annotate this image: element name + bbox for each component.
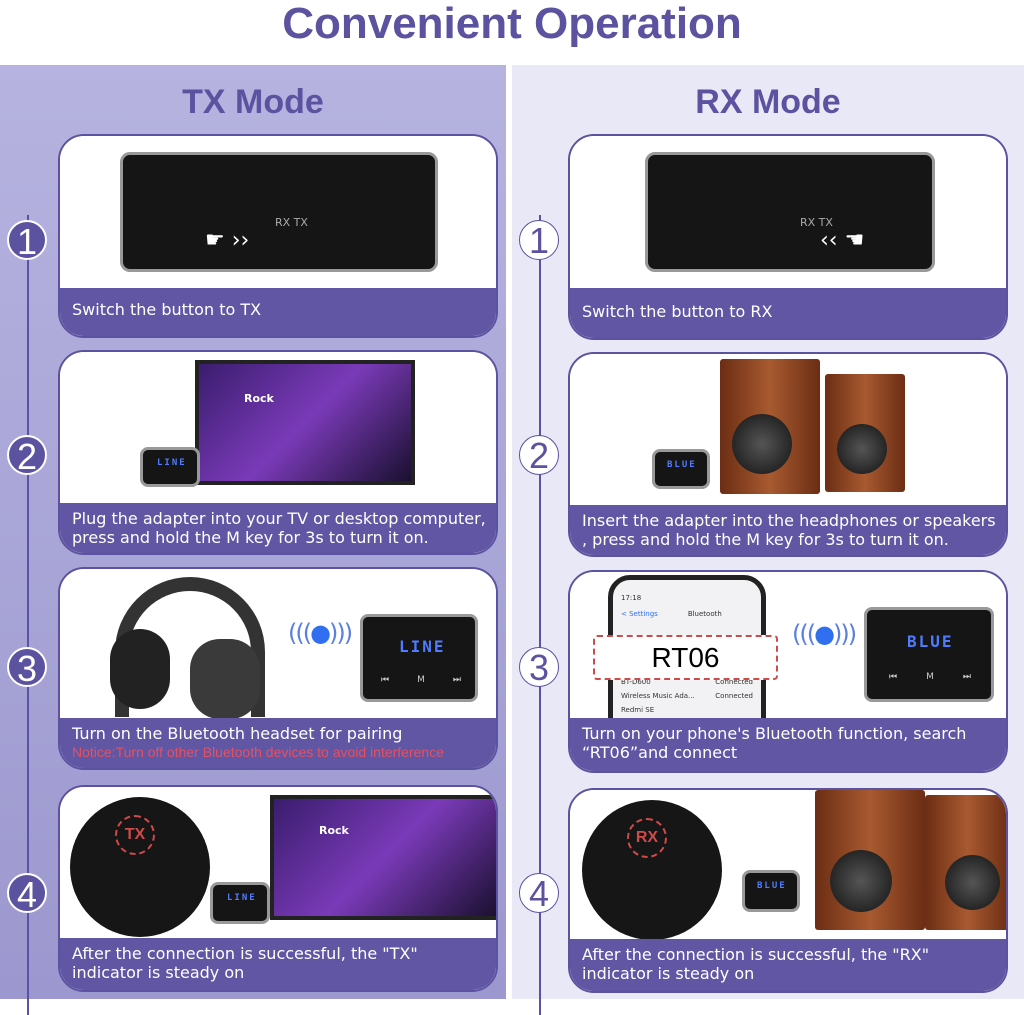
tv-heading: Rock	[319, 824, 349, 837]
tv-screen: Rock	[270, 795, 496, 920]
switch-label: RX TX	[800, 216, 833, 229]
step-number-1: 1	[519, 220, 559, 261]
ear-cup	[110, 629, 170, 709]
adapter-device: LINE	[210, 882, 270, 924]
lcd-display: LINE	[157, 458, 187, 468]
step-caption: Switch the button to TX	[60, 288, 496, 336]
rx-mode-heading: RX Mode	[695, 83, 841, 121]
tx-indicator-image: TX Rock LINE	[60, 787, 496, 942]
headset-pairing-image: (((●))) LINE ⏮ M ⏭	[60, 569, 496, 722]
step-number-2: 2	[519, 435, 559, 476]
speaker-left	[720, 359, 820, 494]
lcd-display: BLUE	[907, 632, 954, 651]
step-caption: Turn on the Bluetooth headset for pairin…	[60, 718, 496, 768]
rx-indicator-image: RX BLUE	[570, 790, 1006, 943]
step-number-2: 2	[7, 435, 47, 477]
switch-label: RX TX	[275, 216, 308, 229]
adapter-device: BLUE ⏮ M ⏭	[864, 607, 994, 702]
tx-step-2-card: Rock LINE Plug the adapter into your TV …	[58, 350, 498, 555]
notice-text: Notice:Turn off other Bluetooth devices …	[72, 744, 444, 760]
tx-step-3-card: (((●))) LINE ⏮ M ⏭ Turn on the Bluetooth h…	[58, 567, 498, 770]
tx-indicator: TX	[115, 815, 155, 855]
tx-step-1-card: RX TX ☛ ›› Switch the button to TX	[58, 134, 498, 338]
pointing-hand-icon: ‹‹ ☚	[820, 228, 865, 253]
caption-text: Turn on the Bluetooth headset for pairin…	[72, 724, 403, 743]
step-caption: Plug the adapter into your TV or desktop…	[60, 503, 496, 553]
tx-mode-column: TX Mode 1 2 3 4 RX TX ☛ ›› Switch the bu…	[0, 65, 506, 1015]
m-button: M	[926, 672, 934, 682]
adapter-device: LINE	[140, 447, 200, 487]
indicator-closeup: RX	[582, 800, 722, 940]
step-number-3: 3	[519, 647, 559, 688]
bluetooth-signal-icon: (((●)))	[288, 619, 353, 647]
tv-adapter-image: Rock LINE	[60, 352, 496, 507]
timeline-line	[27, 215, 29, 1015]
pointing-hand-icon: ☛ ››	[205, 228, 250, 253]
rx-step-4-card: RX BLUE After the connection is successf…	[568, 788, 1008, 993]
bt-device-row[interactable]: Redmi SE	[621, 706, 655, 714]
rx-step-1-card: RX TX ‹‹ ☚ Switch the button to RX	[568, 134, 1008, 340]
rx-step-2-card: BLUE Insert the adapter into the headpho…	[568, 352, 1008, 557]
phone-screen-title: Bluetooth	[687, 610, 722, 618]
adapter-device	[645, 152, 935, 272]
tv-heading: Rock	[244, 392, 274, 405]
prev-button: ⏮	[889, 672, 898, 682]
timeline-line	[539, 215, 541, 1015]
adapter-device: LINE ⏮ M ⏭	[360, 614, 478, 702]
rx-mode-column: RX Mode 1 2 3 4 RX TX ‹‹ ☚ Switch the bu…	[512, 65, 1024, 1015]
tx-step-4-card: TX Rock LINE After the connection is suc…	[58, 785, 498, 992]
m-button: M	[417, 675, 425, 685]
tv-screen: Rock	[195, 360, 415, 485]
speaker-left	[815, 790, 925, 930]
adapter-switch-image: RX TX ‹‹ ☚	[570, 136, 1006, 292]
next-button: ⏭	[452, 675, 461, 685]
step-number-4: 4	[7, 873, 47, 915]
step-caption: After the connection is successful, the …	[60, 938, 496, 990]
phone-time: 17:18	[621, 594, 642, 602]
step-caption: After the connection is successful, the …	[570, 939, 1006, 991]
tx-mode-heading: TX Mode	[182, 83, 324, 121]
prev-button: ⏮	[381, 675, 390, 685]
settings-back-link[interactable]: < Settings	[621, 610, 658, 618]
lcd-display: BLUE	[667, 460, 697, 470]
speaker-right	[825, 374, 905, 492]
rx-indicator: RX	[627, 818, 667, 858]
step-number-4: 4	[519, 873, 559, 914]
bluetooth-signal-icon: (((●)))	[792, 620, 857, 648]
adapter-device: BLUE	[742, 870, 800, 912]
adapter-device	[120, 152, 438, 272]
lcd-display: BLUE	[757, 881, 787, 891]
step-caption: Switch the button to RX	[570, 288, 1006, 338]
adapter-switch-image: RX TX ☛ ››	[60, 136, 496, 292]
speakers-adapter-image: BLUE	[570, 354, 1006, 509]
indicator-closeup: TX	[70, 797, 210, 937]
step-number-3: 3	[7, 647, 47, 689]
speaker-right	[925, 795, 1006, 930]
lcd-display: LINE	[399, 637, 446, 656]
adapter-device: BLUE	[652, 449, 710, 489]
bt-device-row[interactable]: Wireless Music Ada...Connected	[621, 692, 753, 700]
page-title: Convenient Operation	[282, 0, 742, 48]
lcd-display: LINE	[227, 893, 257, 903]
step-caption: Insert the adapter into the headphones o…	[570, 505, 1006, 555]
next-button: ⏭	[962, 672, 971, 682]
ear-cup	[190, 639, 260, 719]
step-caption: Turn on your phone's Bluetooth function,…	[570, 718, 1006, 771]
step-number-1: 1	[7, 220, 47, 262]
device-name-callout: RT06	[593, 635, 778, 680]
